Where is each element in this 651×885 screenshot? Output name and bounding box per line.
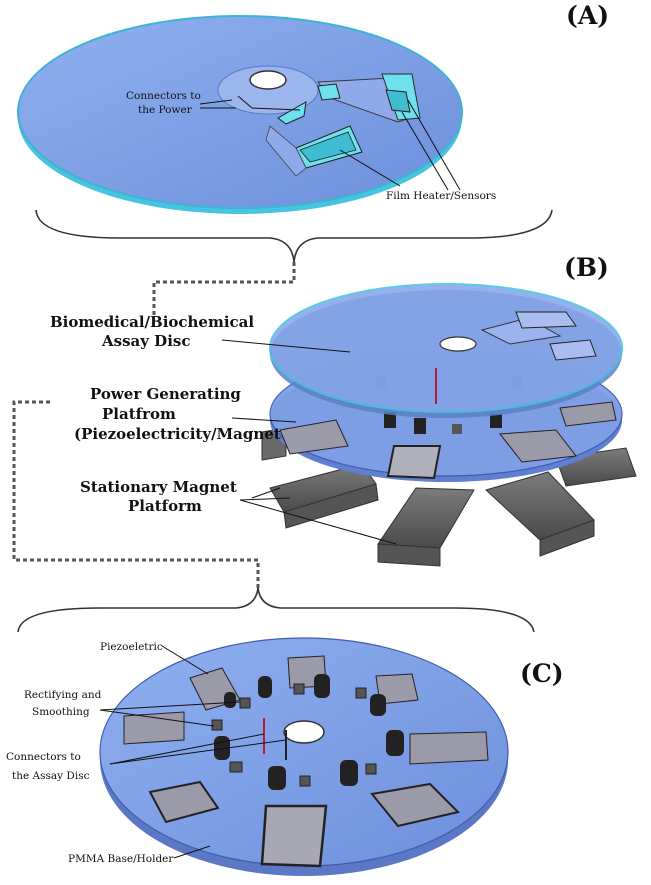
leader-c-rect-2 xyxy=(99,701,241,711)
label-b-power-3: (Piezoelectricity/Magnet xyxy=(74,425,281,443)
leader-b-power xyxy=(231,417,297,423)
magnet-block-b-2-side xyxy=(377,543,441,567)
assay-disc-a xyxy=(17,15,463,214)
coil-b-2 xyxy=(414,418,426,434)
coil-c-7 xyxy=(214,736,230,760)
coil-b-1 xyxy=(384,412,396,428)
label-b-power-2: Platfrom xyxy=(102,405,176,423)
leader-c-piezo xyxy=(161,645,209,675)
label-b-magnet-1: Stationary Magnet xyxy=(80,478,237,496)
capacitor-c-7 xyxy=(211,719,223,731)
piezo-c-8 xyxy=(123,711,185,745)
label-c-connectors-1: Connectors to xyxy=(6,751,81,763)
leader-a-film-1 xyxy=(407,99,461,191)
capacitor-c-3 xyxy=(355,687,367,699)
piezo-c-7 xyxy=(148,780,220,824)
leader-b-magnet-3 xyxy=(251,487,281,499)
magnet-block-b-1-side xyxy=(283,483,379,529)
capacitor-b-1 xyxy=(452,424,462,434)
leader-b-magnet-2 xyxy=(239,499,397,545)
piezo-plate-b-1 xyxy=(279,419,349,455)
leader-b-magnet-1 xyxy=(239,497,291,501)
label-a-connectors-power-2: the Power xyxy=(138,104,193,116)
brace-a xyxy=(35,209,553,263)
base-c-center-hole xyxy=(283,720,325,744)
panel-c: (C) xyxy=(6,637,564,876)
piezo-c-6 xyxy=(260,804,328,868)
film-heater-a-lower xyxy=(299,131,357,163)
leader-a-film-3 xyxy=(339,149,401,187)
chamber-b-well-1 xyxy=(515,311,577,329)
leader-a-connectors xyxy=(199,99,233,105)
pmma-base-c xyxy=(99,637,509,876)
label-b-power-1: Power Generating xyxy=(90,385,241,403)
coil-c-6 xyxy=(268,766,286,790)
trace-a-1 xyxy=(237,95,301,111)
leader-c-conn-1 xyxy=(109,733,265,765)
coil-b-3 xyxy=(490,414,502,428)
piezo-c-5 xyxy=(370,782,460,828)
chamber-a-right-inlet xyxy=(317,83,341,101)
leader-c-rect-1 xyxy=(99,709,215,727)
capacitor-c-5 xyxy=(299,775,311,787)
piezo-plate-b-2 xyxy=(386,445,442,480)
capacitor-c-4 xyxy=(365,763,377,775)
leader-c-pmma xyxy=(173,845,211,859)
label-c-piezo: Piezoeletric xyxy=(100,641,163,653)
coil-c-2 xyxy=(314,674,330,698)
chamber-a-lower-inlet xyxy=(277,101,307,125)
label-b-assay-disc-2: Assay Disc xyxy=(101,332,190,350)
coil-c-8 xyxy=(224,692,236,708)
panel-a: (A) Connectors to the Power Film Heater/… xyxy=(17,1,609,263)
chamber-b-channel xyxy=(480,317,562,345)
leader-b-assay xyxy=(221,339,351,353)
disc-a-top xyxy=(17,15,463,209)
chamber-a-lower-channel xyxy=(265,125,307,177)
panel-b-label: (B) xyxy=(564,253,609,282)
assay-disc-b xyxy=(269,283,623,418)
label-c-rectifying-1: Rectifying and xyxy=(24,689,102,701)
capacitor-c-2 xyxy=(293,683,305,695)
disc-a-center-recess xyxy=(217,65,319,115)
leader-a-film-2 xyxy=(401,111,449,191)
dashed-connector-bc xyxy=(12,400,260,588)
coil-c-3 xyxy=(370,694,386,716)
coil-c-1 xyxy=(258,676,272,698)
disc-a-center-hole xyxy=(249,70,287,90)
label-a-film-heater: Film Heater/Sensors xyxy=(386,190,496,202)
brace-c xyxy=(17,587,535,633)
panel-c-label: (C) xyxy=(520,659,564,688)
label-c-connectors-2: the Assay Disc xyxy=(12,770,90,782)
chamber-b-well-2 xyxy=(549,339,597,361)
label-a-connectors-power-1: Connectors to xyxy=(126,90,201,102)
piezo-plate-b-4 xyxy=(559,401,617,427)
coil-c-4 xyxy=(386,730,404,756)
capacitor-c-1 xyxy=(239,697,251,709)
label-c-rectifying-2: Smoothing xyxy=(32,706,90,718)
magnet-block-b-3-side xyxy=(539,519,595,557)
film-heater-a-right xyxy=(385,89,411,113)
dashed-connector-ab xyxy=(152,262,296,318)
magnet-block-b-2 xyxy=(377,487,475,549)
panel-a-label: (A) xyxy=(566,1,609,30)
stationary-magnets-b xyxy=(261,427,637,567)
piezo-c-4 xyxy=(409,731,489,765)
disc-b-center-hole xyxy=(439,336,477,352)
panel-b: (B) xyxy=(50,253,637,567)
piezo-plate-b-3 xyxy=(499,429,577,463)
capacitor-c-6 xyxy=(229,761,243,773)
label-b-assay-disc-1: Biomedical/Biochemical xyxy=(50,313,254,331)
label-b-magnet-2: Platform xyxy=(128,497,202,515)
leader-c-conn-2 xyxy=(109,739,287,765)
label-c-pmma: PMMA Base/Holder xyxy=(68,853,174,865)
coil-c-5 xyxy=(340,760,358,786)
